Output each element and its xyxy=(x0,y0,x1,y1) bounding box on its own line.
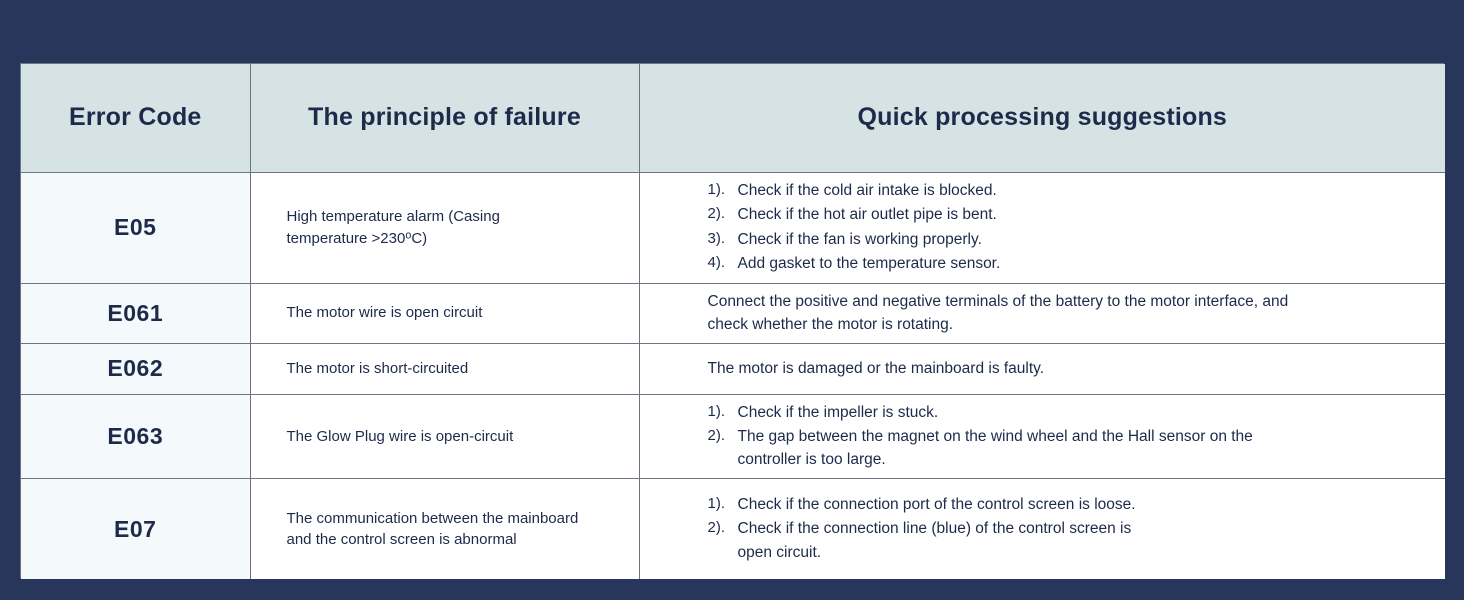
suggestion-paragraph: Connect the positive and negative termin… xyxy=(707,292,1289,333)
principle-text: High temperature alarm (Casing temperatu… xyxy=(286,208,500,247)
error-code-table-container: Error Code The principle of failure Quic… xyxy=(20,63,1445,579)
quick-processing-suggestions-value: Connect the positive and negative termin… xyxy=(639,283,1445,344)
list-item: 1). Check if the cold air intake is bloc… xyxy=(708,179,1188,202)
list-item-text: Check if the impeller is stuck. xyxy=(737,403,939,421)
suggestion-list: 1). Check if the impeller is stuck. 2). … xyxy=(708,401,1268,472)
table-row: E062 The motor is short-circuited The mo… xyxy=(21,343,1445,395)
list-item-text: The gap between the magnet on the wind w… xyxy=(737,427,1253,468)
error-code-value: E05 xyxy=(21,172,251,284)
list-item: 4). Add gasket to the temperature sensor… xyxy=(708,252,1188,275)
column-header-error-code: Error Code xyxy=(21,64,251,173)
list-item: 2). Check if the hot air outlet pipe is … xyxy=(708,203,1188,226)
table-header: Error Code The principle of failure Quic… xyxy=(21,64,1445,173)
list-item: 1). Check if the connection port of the … xyxy=(708,493,1168,516)
list-item: 2). The gap between the magnet on the wi… xyxy=(708,425,1268,472)
list-item-text: Add gasket to the temperature sensor. xyxy=(737,254,1001,272)
error-code-value: E063 xyxy=(21,394,251,480)
column-header-principle-of-failure: The principle of failure xyxy=(250,64,640,173)
list-item-text: Check if the hot air outlet pipe is bent… xyxy=(737,206,997,224)
quick-processing-suggestions-value: The motor is damaged or the mainboard is… xyxy=(639,343,1445,395)
error-code-value: E07 xyxy=(21,478,251,579)
principle-of-failure-value: The communication between the mainboard … xyxy=(250,478,640,579)
error-code-value: E062 xyxy=(21,343,251,395)
suggestion-list: 1). Check if the connection port of the … xyxy=(708,493,1168,564)
list-marker: 3). xyxy=(707,229,726,247)
quick-processing-suggestions-value: 1). Check if the connection port of the … xyxy=(639,478,1445,579)
principle-of-failure-value: The motor wire is open circuit xyxy=(250,283,640,344)
list-marker: 2). xyxy=(707,426,726,444)
quick-processing-suggestions-value: 1). Check if the cold air intake is bloc… xyxy=(639,172,1445,284)
list-marker: 2). xyxy=(707,519,726,537)
degree-symbol: o xyxy=(405,228,412,241)
quick-processing-suggestions-value: 1). Check if the impeller is stuck. 2). … xyxy=(639,394,1445,480)
table-row: E061 The motor wire is open circuit Conn… xyxy=(21,283,1445,344)
table-row: E07 The communication between the mainbo… xyxy=(21,478,1445,579)
table-header-row: Error Code The principle of failure Quic… xyxy=(21,64,1445,173)
list-marker: 4). xyxy=(707,253,726,271)
table-body: E05 High temperature alarm (Casing tempe… xyxy=(21,172,1445,579)
table-row: E063 The Glow Plug wire is open-circuit … xyxy=(21,394,1445,480)
list-item-text: Check if the connection port of the cont… xyxy=(737,496,1136,514)
column-header-quick-processing-suggestions: Quick processing suggestions xyxy=(639,64,1445,173)
list-marker: 1). xyxy=(707,495,726,513)
list-item: 2). Check if the connection line (blue) … xyxy=(708,517,1168,564)
list-item-text: Check if the connection line (blue) of t… xyxy=(737,520,1132,561)
principle-of-failure-value: The motor is short-circuited xyxy=(250,343,640,395)
error-code-table: Error Code The principle of failure Quic… xyxy=(21,64,1445,579)
error-code-value: E061 xyxy=(21,283,251,344)
list-marker: 2). xyxy=(707,205,726,223)
principle-of-failure-value: The Glow Plug wire is open-circuit xyxy=(250,394,640,480)
list-item-text: Check if the cold air intake is blocked. xyxy=(737,182,997,199)
list-marker: 1). xyxy=(707,402,726,420)
suggestion-list: 1). Check if the cold air intake is bloc… xyxy=(708,179,1188,275)
principle-text-tail: C) xyxy=(411,229,428,247)
principle-of-failure-value: High temperature alarm (Casing temperatu… xyxy=(250,172,640,284)
list-item: 1). Check if the impeller is stuck. xyxy=(708,401,1268,424)
table-row: E05 High temperature alarm (Casing tempe… xyxy=(21,172,1445,284)
suggestion-paragraph: The motor is damaged or the mainboard is… xyxy=(707,359,1045,377)
list-item: 3). Check if the fan is working properly… xyxy=(708,228,1188,251)
list-item-text: Check if the fan is working properly. xyxy=(737,230,982,248)
list-marker: 1). xyxy=(707,181,726,198)
